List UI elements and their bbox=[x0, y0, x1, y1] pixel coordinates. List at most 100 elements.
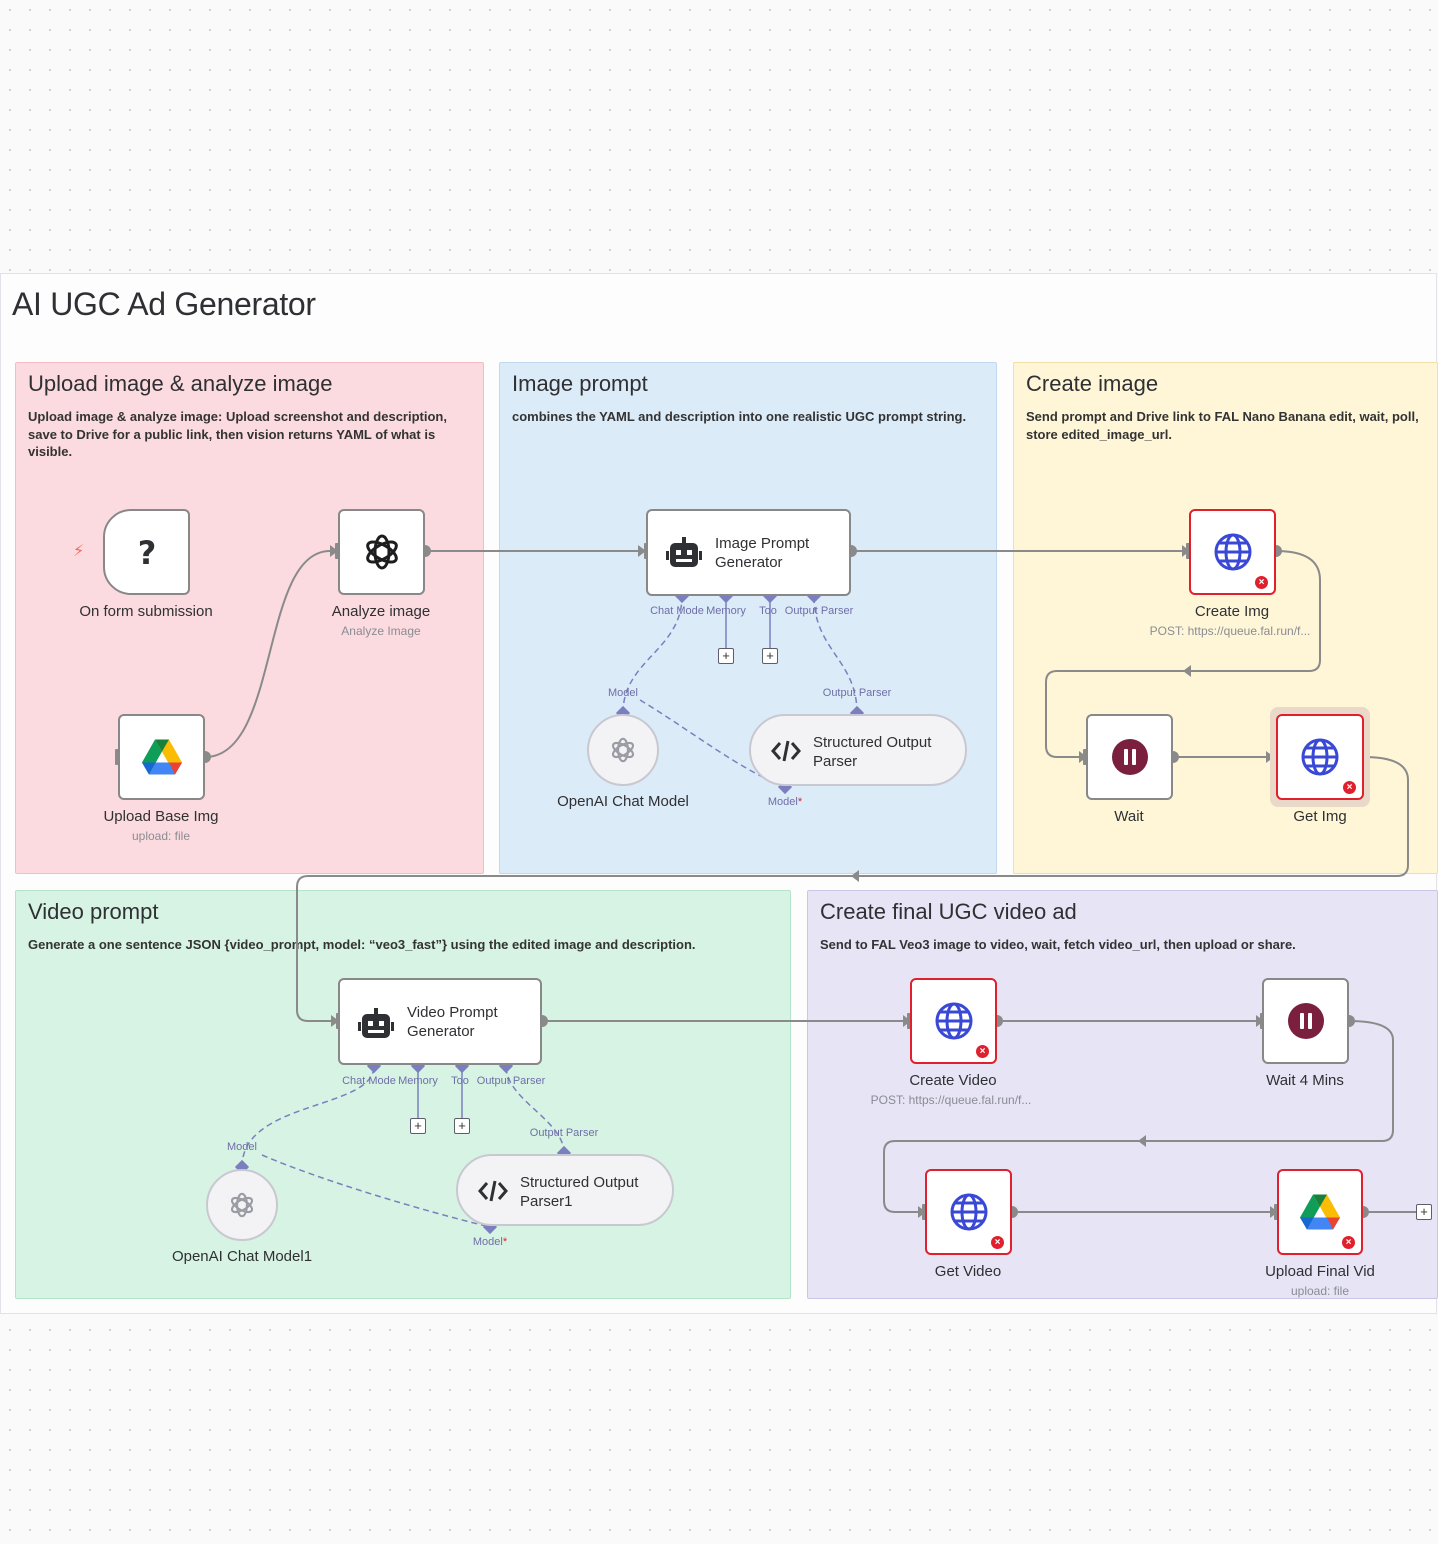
openai-icon bbox=[611, 737, 635, 763]
agent-label-line: Generator bbox=[715, 553, 783, 571]
parser-label-line: Parser1 bbox=[520, 1192, 573, 1210]
google-drive-icon bbox=[141, 739, 182, 775]
node-wait[interactable] bbox=[1086, 714, 1173, 800]
node-label: Upload Base Img bbox=[103, 808, 219, 825]
add-next-node-button[interactable]: + bbox=[1416, 1204, 1432, 1220]
port-label-text: Model bbox=[767, 796, 798, 808]
add-memory-button[interactable]: + bbox=[718, 648, 734, 664]
node-create-img[interactable]: × bbox=[1189, 509, 1276, 595]
globe-icon bbox=[935, 1002, 972, 1040]
node-label: Create Video bbox=[909, 1072, 997, 1089]
node-label: Upload Final Vid bbox=[1265, 1263, 1375, 1280]
add-memory-button[interactable]: + bbox=[410, 1118, 426, 1134]
agent-label-line: Image Prompt bbox=[715, 535, 810, 552]
sticky-title: Create image bbox=[1026, 371, 1159, 396]
svg-text:?: ? bbox=[137, 535, 156, 569]
trigger-bolt-icon: ⚡ bbox=[73, 543, 85, 560]
node-label: Wait 4 Mins bbox=[1266, 1072, 1344, 1089]
port-label-output-parser: Output Parser bbox=[476, 1075, 546, 1087]
node-label: Get Video bbox=[934, 1263, 1002, 1280]
agent-label-line: Video Prompt bbox=[407, 1004, 498, 1021]
node-openai-chat-model1[interactable] bbox=[206, 1169, 278, 1241]
error-icon: × bbox=[1255, 576, 1268, 589]
node-label: Get Img bbox=[1293, 808, 1347, 825]
port-label-output-parser: Output Parser bbox=[784, 605, 854, 617]
node-subtitle: POST: https://queue.fal.run/f... bbox=[1149, 624, 1311, 638]
sticky-upload-analyze[interactable]: Upload image & analyze image Upload imag… bbox=[15, 362, 484, 874]
sticky-title: Image prompt bbox=[512, 371, 648, 396]
robot-icon bbox=[666, 537, 702, 567]
code-icon bbox=[771, 740, 801, 762]
port-label-output-parser-in: Output Parser bbox=[529, 1127, 599, 1139]
error-icon: × bbox=[976, 1045, 989, 1058]
node-subtitle: upload: file bbox=[131, 829, 191, 843]
node-subtitle: POST: https://queue.fal.run/f... bbox=[870, 1093, 1032, 1107]
node-form-trigger[interactable]: ? bbox=[103, 509, 190, 595]
node-create-video[interactable]: × bbox=[910, 978, 997, 1064]
node-upload-base-img[interactable] bbox=[118, 714, 205, 800]
port-label-chat-model: Chat Mode bbox=[342, 1075, 396, 1087]
code-icon bbox=[478, 1180, 508, 1202]
node-get-video[interactable]: × bbox=[925, 1169, 1012, 1255]
openai-icon bbox=[230, 1192, 254, 1218]
parser-label-line: Parser bbox=[813, 752, 858, 770]
port-label-memory: Memory bbox=[706, 605, 746, 617]
node-get-img[interactable]: × bbox=[1276, 714, 1364, 800]
parser-label-line: Structured Output bbox=[813, 734, 932, 751]
port-label-tool: Too bbox=[759, 605, 777, 617]
error-icon: × bbox=[991, 1236, 1004, 1249]
sticky-body: Send prompt and Drive link to FAL Nano B… bbox=[1026, 409, 1419, 442]
add-tool-button[interactable]: + bbox=[762, 648, 778, 664]
add-tool-button[interactable]: + bbox=[454, 1118, 470, 1134]
port-label-output-parser-in: Output Parser bbox=[822, 687, 892, 699]
agent-label-line: Generator bbox=[407, 1022, 475, 1040]
sticky-title: Video prompt bbox=[28, 899, 159, 924]
error-icon: × bbox=[1342, 1236, 1355, 1249]
port-label-tool: Too bbox=[451, 1075, 469, 1087]
node-label: Analyze image bbox=[331, 603, 431, 620]
node-label: On form submission bbox=[79, 603, 213, 620]
port-label-model-required: Model* bbox=[473, 1236, 507, 1248]
sticky-video-prompt[interactable]: Video prompt Generate a one sentence JSO… bbox=[15, 890, 791, 1299]
sticky-body: Upload image & analyze image: Upload scr… bbox=[28, 409, 447, 459]
sticky-body: Send to FAL Veo3 image to video, wait, f… bbox=[820, 937, 1296, 952]
sticky-body: Generate a one sentence JSON {video_prom… bbox=[28, 937, 696, 952]
node-label: OpenAI Chat Model bbox=[557, 793, 689, 810]
required-mark: * bbox=[797, 796, 803, 808]
node-label: Create Img bbox=[1194, 603, 1270, 620]
port-label-memory: Memory bbox=[398, 1075, 438, 1087]
node-upload-final-vid[interactable]: × bbox=[1277, 1169, 1363, 1255]
port-label-text: Model bbox=[472, 1236, 503, 1248]
pause-icon bbox=[1287, 1003, 1324, 1039]
node-analyze-image[interactable] bbox=[338, 509, 425, 595]
node-wait-4-mins[interactable] bbox=[1262, 978, 1349, 1064]
node-openai-chat-model[interactable] bbox=[587, 714, 659, 786]
node-subtitle: upload: file bbox=[1290, 1284, 1350, 1298]
node-subtitle: Analyze Image bbox=[341, 624, 421, 638]
port-label-model: Model bbox=[608, 687, 638, 699]
question-icon: ? bbox=[137, 535, 156, 569]
sticky-body: combines the YAML and description into o… bbox=[512, 409, 967, 424]
sticky-title: Upload image & analyze image bbox=[28, 371, 333, 396]
node-label: OpenAI Chat Model1 bbox=[171, 1248, 313, 1265]
pause-icon bbox=[1111, 739, 1148, 775]
workflow-title: AI UGC Ad Generator bbox=[12, 286, 316, 322]
port-label-model: Model bbox=[227, 1141, 257, 1153]
globe-icon bbox=[950, 1193, 987, 1231]
openai-icon bbox=[365, 534, 398, 570]
sticky-title: Create final UGC video ad bbox=[820, 899, 1077, 924]
node-label: Wait bbox=[1114, 808, 1144, 825]
port-label-chat-model: Chat Mode bbox=[650, 605, 704, 617]
port-label-model-required: Model* bbox=[768, 796, 802, 808]
parser-label-line: Structured Output bbox=[520, 1174, 639, 1191]
globe-icon bbox=[1214, 533, 1251, 571]
globe-icon bbox=[1301, 738, 1339, 776]
